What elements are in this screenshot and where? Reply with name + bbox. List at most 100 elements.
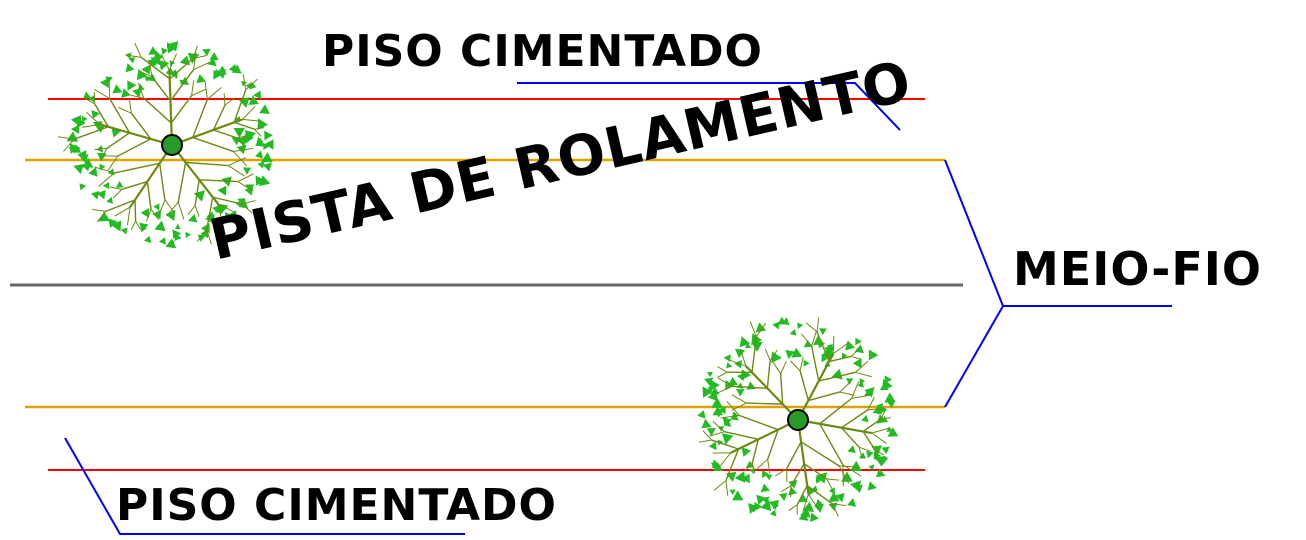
leaf-cluster: [125, 63, 135, 73]
twig: [237, 173, 254, 182]
twig: [871, 432, 887, 444]
leaf-cluster: [751, 341, 763, 352]
leaf-cluster: [697, 410, 706, 419]
branch: [730, 419, 799, 454]
leaf-cluster: [153, 203, 160, 211]
leaf-cluster: [741, 447, 752, 457]
leaf-cluster: [132, 88, 142, 98]
leaf-cluster: [803, 359, 810, 367]
leaf-cluster: [828, 491, 840, 502]
twig: [780, 361, 787, 375]
branch: [169, 69, 195, 102]
leaf-cluster: [881, 416, 888, 423]
twig: [254, 127, 265, 130]
leaf-cluster: [887, 427, 899, 437]
twig: [808, 493, 819, 510]
leaf-cluster: [706, 427, 716, 437]
leaf-cluster: [785, 349, 795, 360]
leaf-cluster: [788, 486, 798, 496]
leaf-cluster: [864, 390, 871, 397]
leaf-cluster: [255, 175, 266, 187]
leaf-cluster: [261, 152, 273, 163]
branch: [130, 112, 152, 140]
leaf-cluster: [237, 198, 246, 206]
branch: [185, 161, 229, 167]
twig: [781, 485, 792, 493]
twig: [94, 88, 110, 100]
twig: [717, 377, 732, 387]
branch: [117, 138, 152, 157]
twig: [134, 42, 142, 58]
twig: [839, 465, 860, 468]
leaf-cluster: [819, 328, 827, 336]
leaf-cluster: [236, 144, 247, 155]
twig: [228, 165, 245, 177]
leaf-cluster: [88, 166, 98, 177]
leaf-cluster: [722, 416, 732, 427]
tree-top-left: [58, 41, 274, 249]
twig: [125, 54, 142, 58]
leaf-cluster: [702, 386, 713, 398]
branch: [766, 429, 779, 460]
leaf-cluster: [769, 509, 777, 517]
leaf-cluster: [221, 176, 232, 187]
twig: [826, 478, 834, 491]
leaf-cluster: [154, 220, 166, 232]
branch: [738, 414, 779, 431]
leaf-cluster: [726, 362, 733, 369]
leaf-cluster: [259, 175, 271, 187]
branch: [799, 370, 810, 401]
branch: [105, 199, 136, 212]
twig: [755, 322, 767, 337]
leaf-cluster: [710, 386, 720, 395]
leaf-cluster: [756, 494, 767, 505]
leaf-cluster: [120, 227, 128, 235]
twig: [206, 229, 212, 245]
branch: [114, 162, 160, 174]
twig: [850, 349, 859, 357]
leaf-cluster: [168, 41, 179, 52]
twig: [191, 88, 206, 97]
leaf-cluster: [96, 190, 106, 200]
leaf-cluster: [264, 130, 273, 141]
twig: [137, 82, 145, 99]
twig: [98, 172, 115, 187]
twig: [839, 381, 852, 393]
twig: [204, 81, 208, 100]
leaf-cluster: [845, 378, 854, 385]
leaf-cluster: [248, 95, 259, 105]
twig: [880, 409, 886, 420]
leaf-cluster: [259, 104, 270, 114]
leaf-cluster: [70, 124, 80, 135]
branch: [746, 402, 783, 405]
leaf-cluster: [828, 502, 838, 512]
leaf-cluster: [826, 344, 834, 351]
leaf-cluster: [165, 209, 176, 221]
twig: [192, 55, 207, 60]
branch: [819, 397, 853, 425]
leaf-cluster: [262, 162, 272, 172]
leaf-cluster: [835, 493, 845, 503]
branch: [177, 162, 187, 203]
branch: [711, 439, 739, 450]
twig: [859, 446, 871, 452]
branch: [143, 97, 172, 124]
leaf-cluster: [217, 185, 227, 196]
twig: [94, 166, 115, 174]
leaf-cluster: [841, 471, 853, 482]
leaf-cluster: [788, 479, 798, 489]
leaf-cluster: [264, 139, 274, 150]
leaf-cluster: [861, 414, 869, 423]
leaf-cluster: [161, 47, 169, 55]
branch: [862, 431, 876, 451]
twig: [728, 359, 747, 367]
twig: [867, 408, 883, 411]
leaf-cluster: [196, 74, 206, 84]
leaf-cluster: [868, 464, 875, 471]
leaf-cluster: [202, 48, 211, 57]
twig: [832, 342, 849, 355]
twig: [838, 465, 850, 484]
leaf-cluster: [140, 225, 147, 233]
twig: [113, 189, 123, 199]
